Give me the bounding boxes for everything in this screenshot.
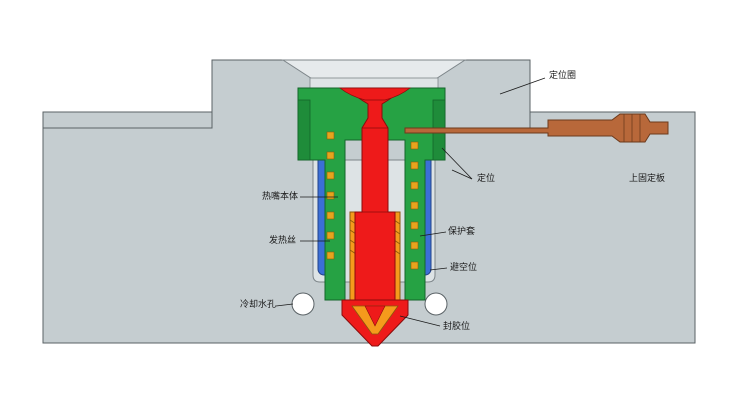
label-heating-wire: 发热丝 xyxy=(269,236,297,246)
label-top-clamp-plate: 上固定板 xyxy=(629,174,666,184)
probe-cable xyxy=(404,113,669,143)
cooling-hole-right xyxy=(424,292,448,316)
leader-lines xyxy=(275,77,546,327)
melt-gate-dish xyxy=(338,87,412,101)
label-sealing-position: 封胶位 xyxy=(443,322,471,332)
label-cooling-hole: 冷却水孔 xyxy=(240,300,277,310)
cooling-hole-left xyxy=(291,292,315,316)
heating-coils-left xyxy=(326,131,335,260)
heating-coils-right xyxy=(410,141,419,270)
locating-shoulder-left xyxy=(297,99,311,161)
label-nozzle-body: 热嘴本体 xyxy=(262,192,299,202)
label-protective-sleeve: 保护套 xyxy=(448,227,476,237)
label-locating-ring: 定位圈 xyxy=(549,71,577,81)
locating-ring-lip xyxy=(309,77,439,89)
tip-point-core xyxy=(364,305,386,327)
label-locating: 定位 xyxy=(477,174,496,184)
label-clearance: 避空位 xyxy=(450,263,478,273)
